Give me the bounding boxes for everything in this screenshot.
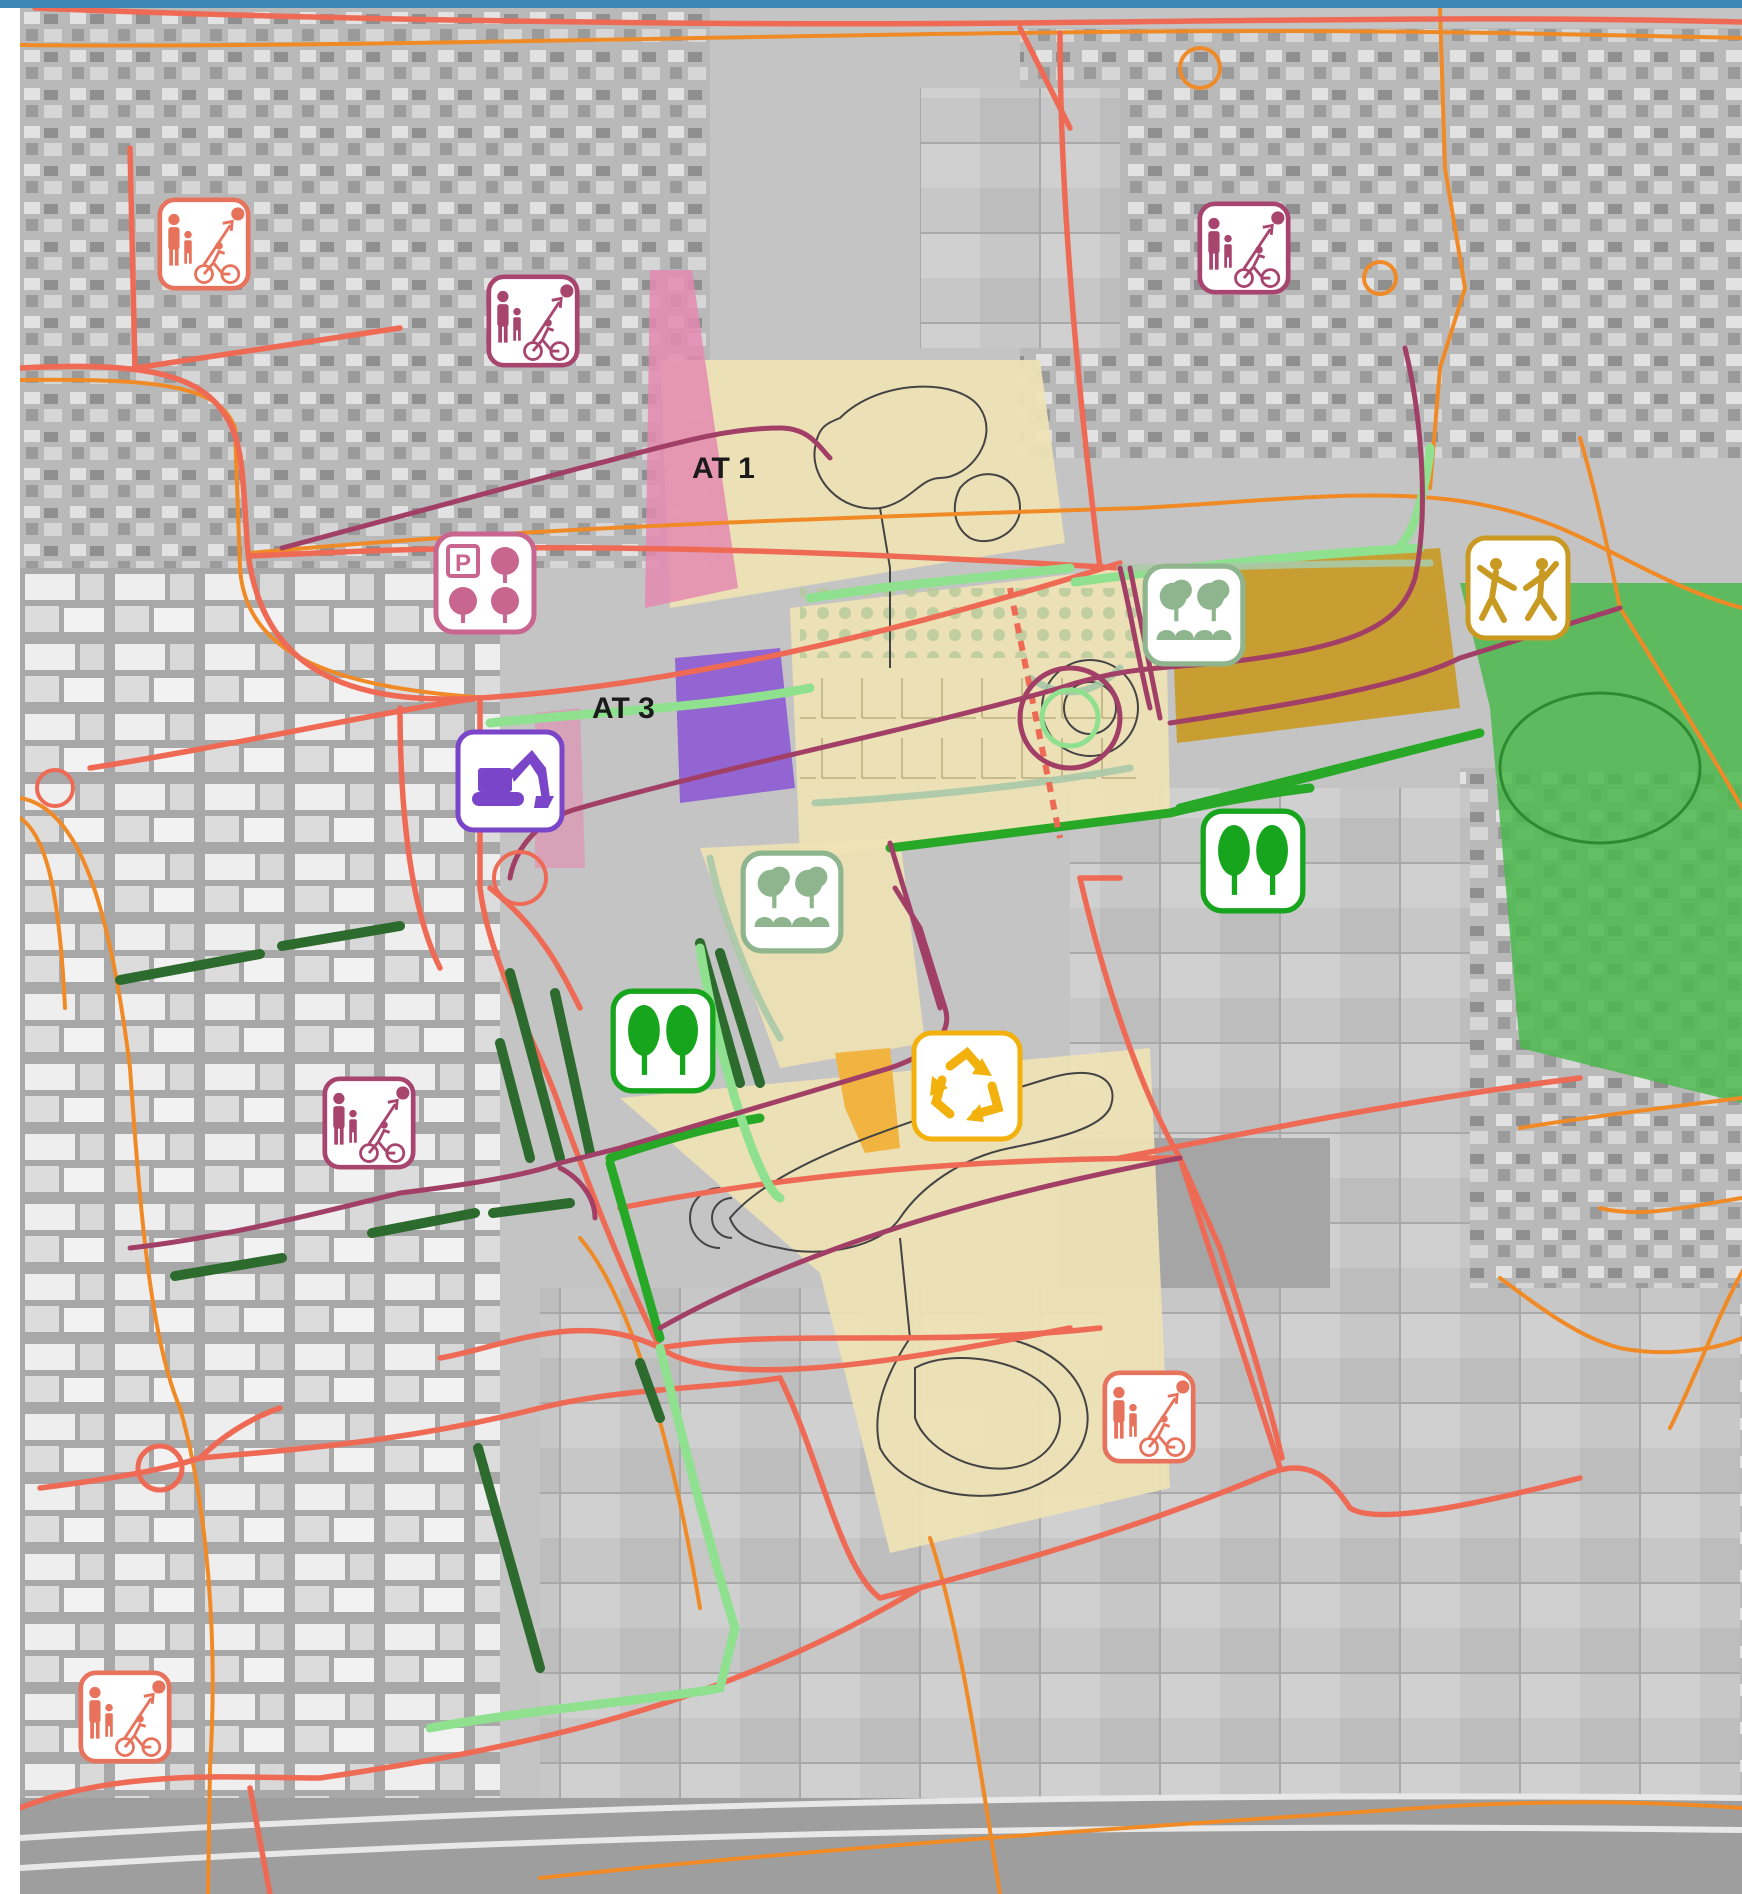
dancing-people-icon[interactable] (1465, 535, 1571, 641)
dashed-crossing (1007, 587, 1063, 839)
trees-park-icon[interactable] (1145, 566, 1243, 664)
secondary-roads (20, 8, 1742, 1894)
trees-icon[interactable] (613, 991, 713, 1091)
map-view[interactable]: AT 1 AT 3 (20, 8, 1742, 1894)
label-at3: AT 3 (592, 692, 655, 725)
construction-area[interactable] (675, 648, 795, 803)
top-bar (0, 0, 1742, 8)
recycle-icon[interactable] (911, 1030, 1023, 1142)
pedestrian-cycle-icon[interactable] (81, 1673, 169, 1761)
pedestrian-cycle-icon[interactable] (325, 1079, 413, 1167)
svg-text:P: P (455, 550, 471, 577)
park-area-north[interactable] (660, 360, 1065, 608)
excavator-icon[interactable] (455, 729, 565, 833)
dotted-tree-area (800, 588, 1140, 658)
parking-trees-icon[interactable]: P (433, 531, 537, 635)
pedestrian-cycle-icon[interactable] (160, 200, 248, 288)
sports-track (1498, 691, 1702, 845)
pedestrian-cycle-icon[interactable] (489, 277, 577, 365)
primary-roads (20, 8, 1742, 1894)
green-corridors (115, 443, 1485, 1733)
cycle-paths (127, 345, 1623, 1331)
label-at1: AT 1 (692, 452, 755, 485)
park-area-south[interactable] (620, 1048, 1170, 1553)
recycling-area[interactable] (835, 1048, 900, 1153)
trees-park-icon[interactable] (743, 853, 841, 951)
trees-icon[interactable] (1203, 811, 1303, 911)
map-canvas: AT 1 AT 3 (20, 8, 1742, 1894)
roundabouts (35, 46, 1398, 1493)
park-paths (689, 385, 1139, 1497)
pedestrian-cycle-icon[interactable] (1200, 204, 1288, 292)
pedestrian-cycle-icon[interactable] (1105, 1373, 1193, 1461)
